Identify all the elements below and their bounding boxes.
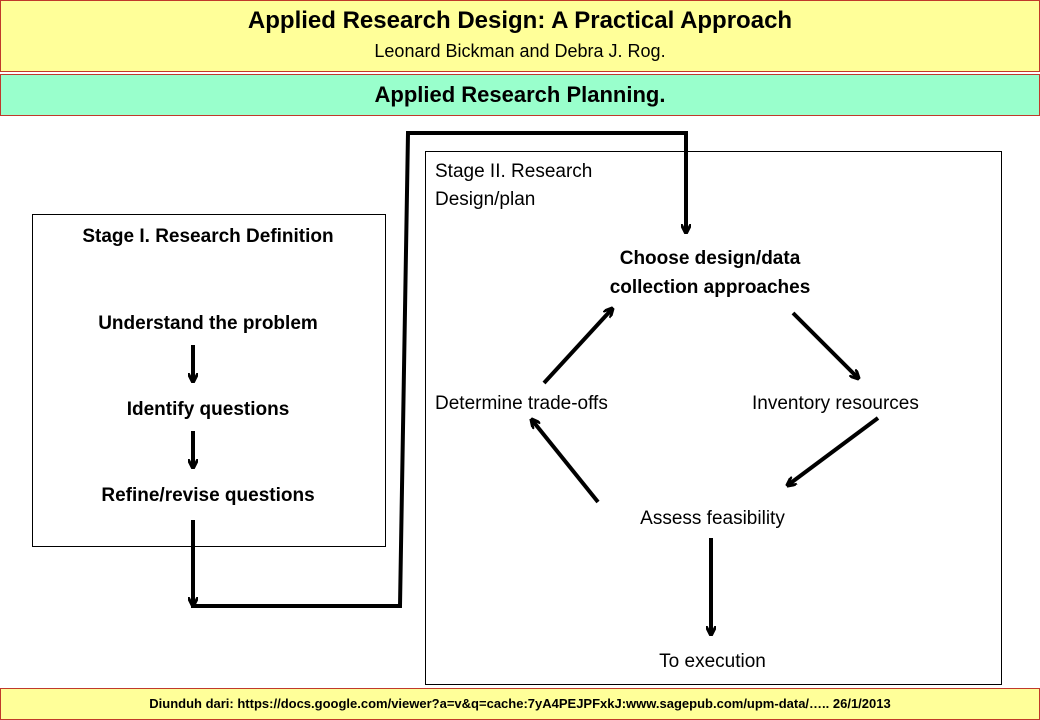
stage2-box bbox=[425, 151, 1002, 685]
connector-stage1-to-stage2 bbox=[191, 131, 688, 608]
node-to-execution: To execution bbox=[659, 651, 766, 672]
section-title: Applied Research Planning. bbox=[374, 82, 666, 107]
node-determine-tradeoffs: Determine trade-offs bbox=[435, 393, 608, 414]
stage2-title-line2: Design/plan bbox=[435, 189, 536, 210]
source-footer: Diunduh dari: https://docs.google.com/vi… bbox=[0, 688, 1040, 720]
source-citation: Diunduh dari: https://docs.google.com/vi… bbox=[149, 696, 891, 711]
node-assess-feasibility: Assess feasibility bbox=[640, 508, 785, 529]
step-identify-questions: Identify questions bbox=[126, 399, 290, 420]
node-inventory-resources: Inventory resources bbox=[752, 393, 919, 414]
step-understand-problem: Understand the problem bbox=[98, 313, 318, 334]
authors-subtitle: Leonard Bickman and Debra J. Rog. bbox=[374, 41, 666, 61]
arrow-inventory-to-assess bbox=[788, 416, 880, 485]
stage1-box bbox=[32, 214, 386, 547]
node-choose-design-line1: Choose design/data bbox=[619, 248, 801, 269]
arrow-tradeoffs-to-choose bbox=[542, 309, 612, 385]
arrow-choose-to-inventory bbox=[791, 311, 858, 378]
header-banner: Applied Research Design: A Practical App… bbox=[0, 0, 1040, 72]
node-choose-design-line2: collection approaches bbox=[609, 277, 811, 298]
page-title: Applied Research Design: A Practical App… bbox=[247, 7, 793, 34]
stage1-title: Stage I. Research Definition bbox=[82, 226, 334, 247]
stage2-title-line1: Stage II. Research bbox=[435, 161, 593, 182]
step-refine-questions: Refine/revise questions bbox=[101, 485, 315, 506]
arrow-assess-to-tradeoffs bbox=[532, 420, 600, 504]
